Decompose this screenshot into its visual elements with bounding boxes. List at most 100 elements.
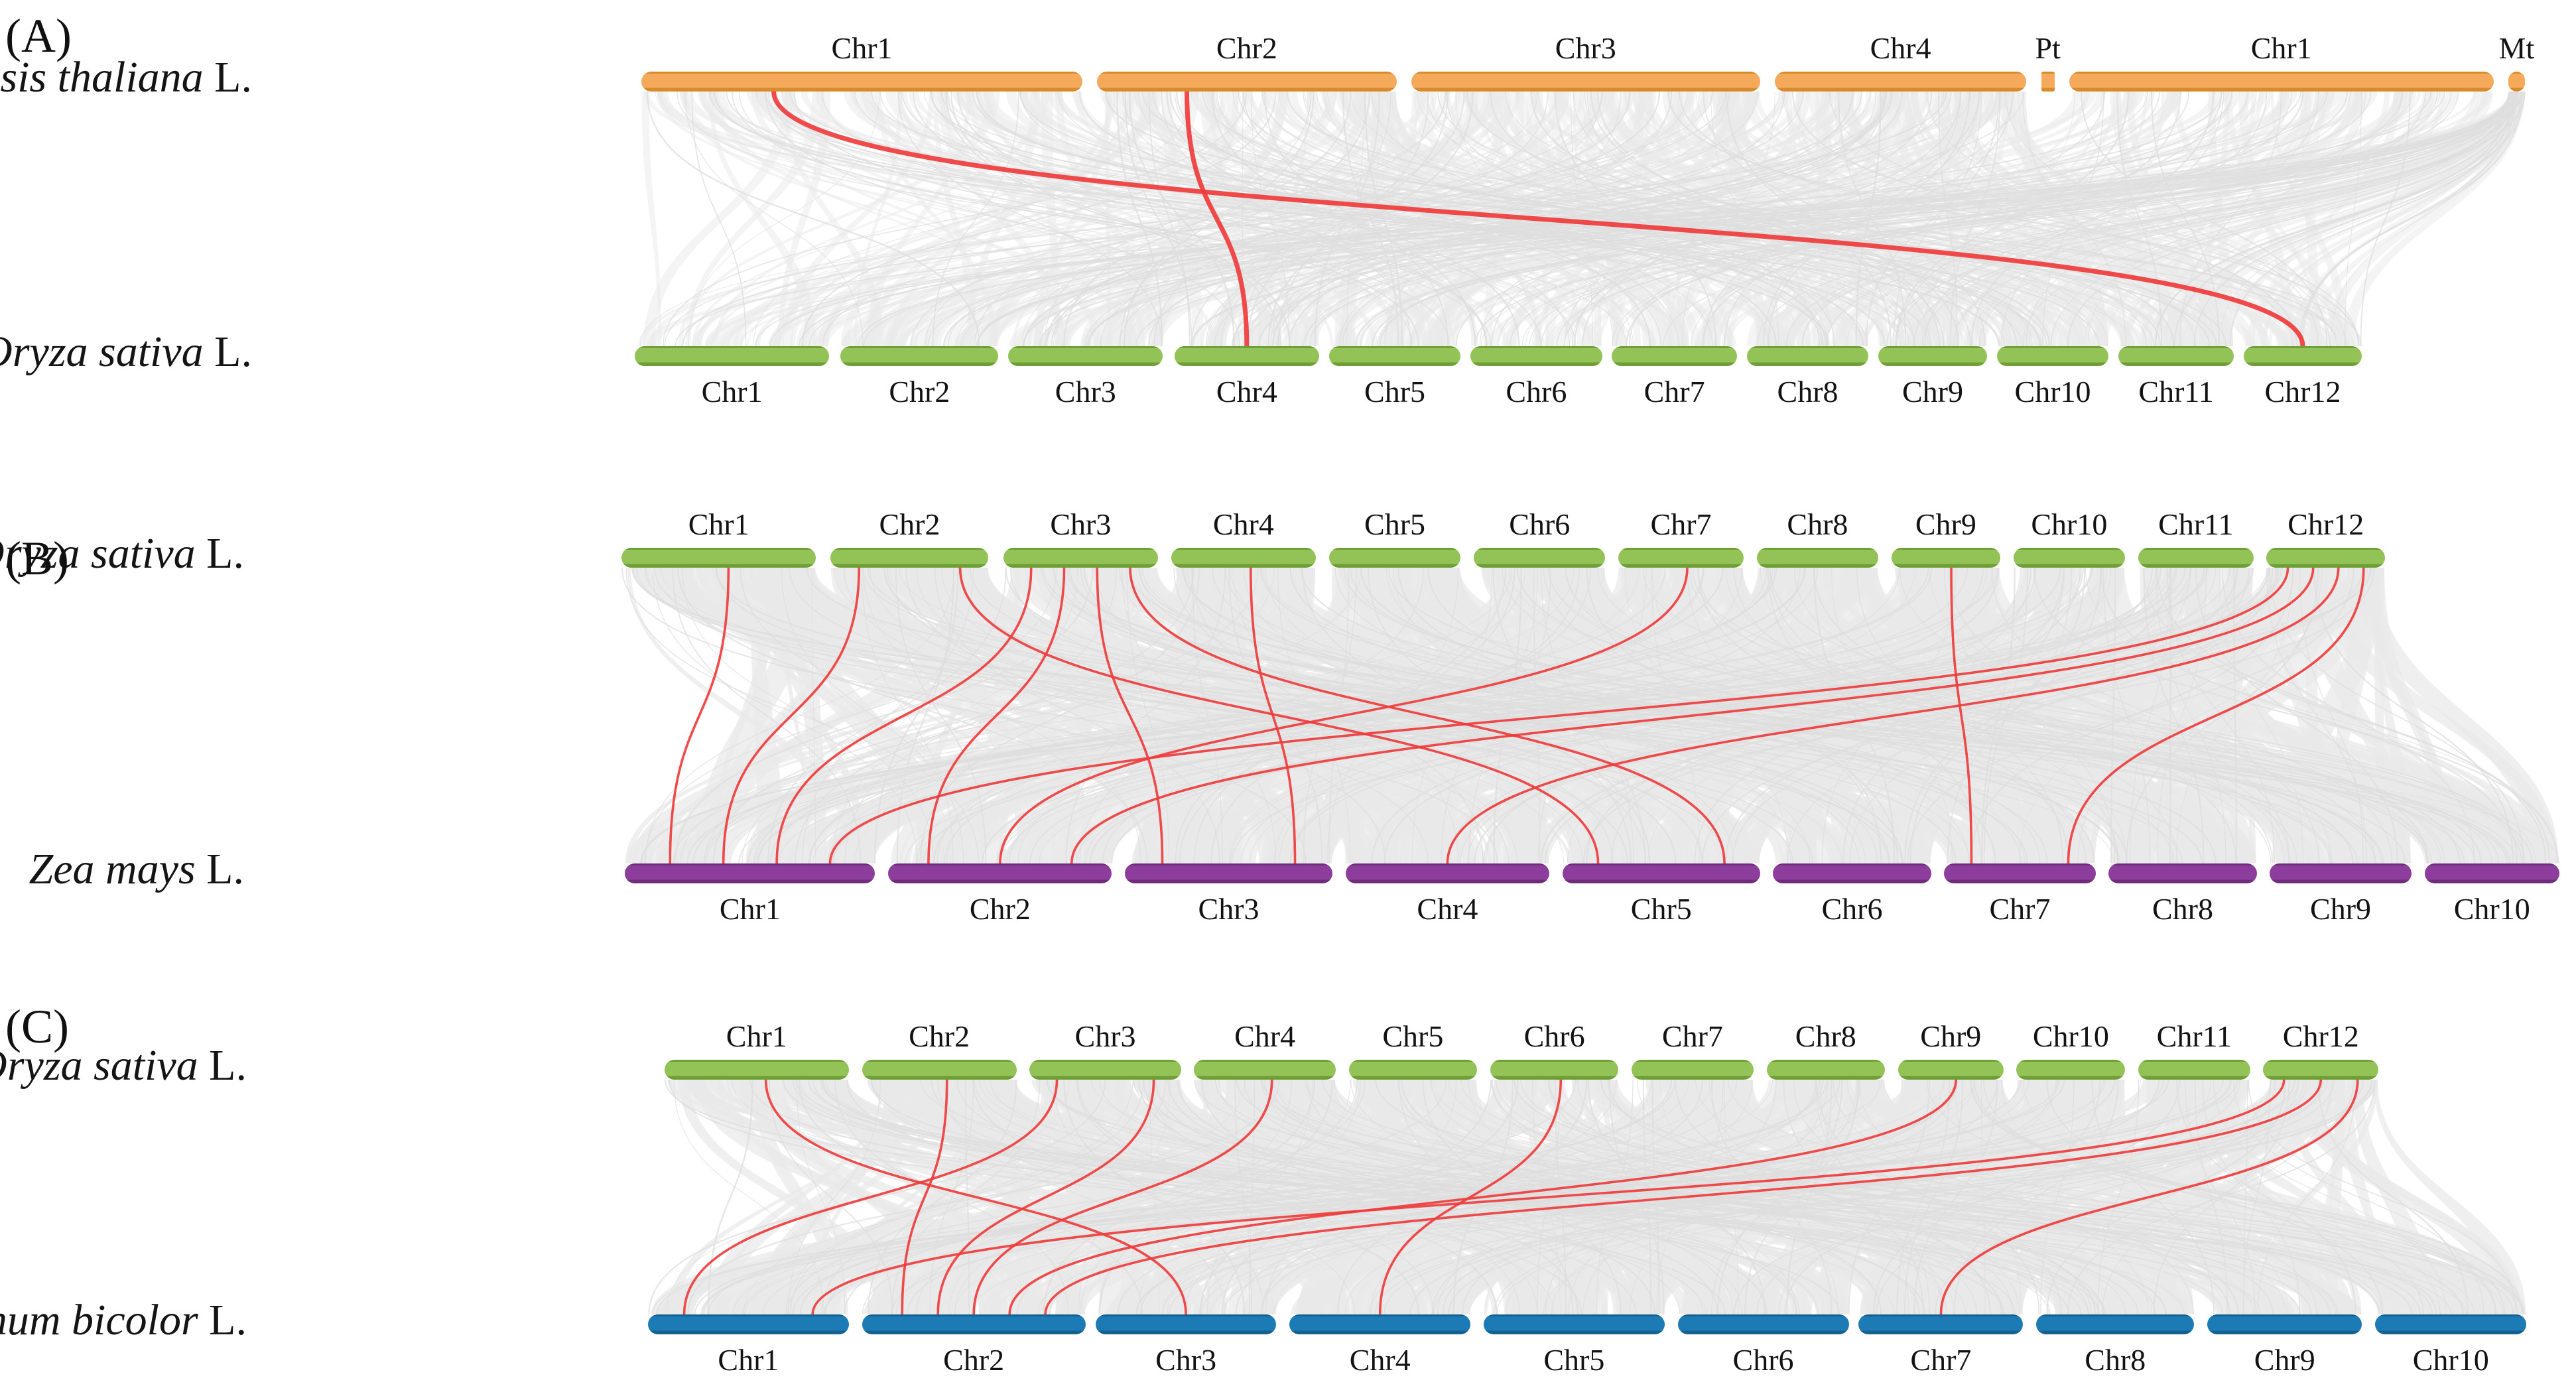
chromosome-bar[interactable] (830, 548, 989, 568)
chromosome-bar[interactable] (1171, 548, 1316, 568)
highlight-link (927, 567, 1066, 864)
chromosome-bar[interactable] (1774, 72, 2027, 92)
chromosome-label: Chr12 (2264, 375, 2341, 409)
chromosome-label: Chr2 (879, 507, 940, 541)
chromosome-label: Chr10 (2032, 1019, 2109, 1053)
chromosome-bar[interactable] (1125, 863, 1332, 883)
chromosome-bar[interactable] (2118, 346, 2234, 366)
highlight-link (811, 1079, 2286, 1315)
highlight-link (2067, 567, 2365, 864)
chromosome-bar[interactable] (1996, 346, 2109, 366)
chromosome-bar[interactable] (2270, 863, 2412, 883)
chromosome-bar[interactable] (1029, 1060, 1181, 1080)
chromosome-bar[interactable] (2266, 548, 2385, 568)
chromosome-bar[interactable] (2036, 1314, 2195, 1334)
chromosome-bar[interactable] (1490, 1060, 1619, 1080)
chromosome-bar[interactable] (1095, 1314, 1277, 1334)
highlight-link (1185, 91, 1250, 347)
chromosome-bar[interactable] (1618, 548, 1744, 568)
chromosome-bar[interactable] (641, 72, 1082, 92)
chromosome-bar[interactable] (1289, 1314, 1471, 1334)
species-label-top: Arabidposis thaliana L. (0, 56, 252, 99)
chromosome-label: Chr10 (2453, 892, 2530, 926)
chromosome-bar[interactable] (2041, 72, 2055, 92)
chromosome-label: Chr5 (1364, 507, 1426, 541)
chromosome-bar[interactable] (2508, 72, 2525, 92)
chromosome-label: Chr1 (2250, 31, 2312, 65)
chromosome-label: Chr2 (943, 1343, 1005, 1377)
chromosome-label: Chr1 (701, 375, 763, 409)
chromosome-bar[interactable] (1563, 863, 1760, 883)
chromosome-bar[interactable] (1483, 1314, 1665, 1334)
highlight-link (972, 1079, 1273, 1315)
chromosome-bar[interactable] (621, 548, 816, 568)
panel-letter-a: (A) (5, 9, 72, 62)
chromosome-bar[interactable] (2375, 1314, 2527, 1334)
chromosome-label: Chr2 (909, 1019, 970, 1053)
chromosome-bar[interactable] (1345, 863, 1550, 883)
chromosome-bar[interactable] (2207, 1314, 2362, 1334)
chromosome-bar[interactable] (1944, 863, 2096, 883)
chromosome-bar[interactable] (862, 1060, 1017, 1080)
chromosome-bar[interactable] (1003, 548, 1158, 568)
chromosome-bar[interactable] (1756, 548, 1879, 568)
chromosome-bar[interactable] (1773, 863, 1931, 883)
highlight-link (1950, 567, 1973, 864)
chromosome-bar[interactable] (1328, 548, 1461, 568)
chromosome-label: Chr10 (2412, 1343, 2489, 1377)
chromosome-bar[interactable] (862, 1314, 1086, 1334)
chromosome-bar[interactable] (1892, 548, 2000, 568)
chromosome-label: Chr3 (1198, 892, 1259, 926)
chromosome-bar[interactable] (1898, 1060, 2004, 1080)
chromosome-label: Chr5 (1630, 892, 1692, 926)
species-binomial: Oryza sativa (0, 328, 204, 376)
chromosome-bar[interactable] (1328, 346, 1461, 366)
chromosome-bar[interactable] (664, 1060, 849, 1080)
chromosome-bar[interactable] (1097, 72, 1397, 92)
highlight-link (1070, 567, 2315, 864)
chromosome-label: Chr8 (2085, 1343, 2146, 1377)
chromosome-label: Chr7 (1643, 375, 1705, 409)
chromosome-bar[interactable] (2016, 1060, 2126, 1080)
species-label-top: Oryza sativa L. (0, 1044, 247, 1088)
chromosome-label: Chr4 (1234, 1019, 1296, 1053)
chromosome-bar[interactable] (1411, 72, 1760, 92)
chromosome-bar[interactable] (1470, 346, 1602, 366)
chromosome-label: Chr6 (1523, 1019, 1585, 1053)
chromosome-bar[interactable] (1878, 346, 1987, 366)
chromosome-bar[interactable] (2013, 548, 2126, 568)
chromosome-label: Chr6 (1509, 507, 1571, 541)
chromosome-bar[interactable] (1858, 1314, 2024, 1334)
chromosome-bar[interactable] (2243, 346, 2362, 366)
chromosome-label: Chr3 (1155, 1343, 1217, 1377)
chromosome-bar[interactable] (1746, 346, 1869, 366)
highlight-link (1129, 567, 1726, 864)
highlight-link (1446, 567, 2340, 864)
chromosome-label: Chr1 (719, 892, 781, 926)
chromosome-bar[interactable] (2424, 863, 2559, 883)
chromosome-label: Chr7 (1910, 1343, 1972, 1377)
chromosome-bar[interactable] (625, 863, 875, 883)
chromosome-bar[interactable] (2069, 72, 2494, 92)
chromosome-bar[interactable] (888, 863, 1112, 883)
chromosome-bar[interactable] (840, 346, 999, 366)
chromosome-bar[interactable] (2138, 1060, 2250, 1080)
chromosome-bar[interactable] (648, 1314, 849, 1334)
chromosome-bar[interactable] (1677, 1314, 1849, 1334)
chromosome-label: Chr6 (1821, 892, 1883, 926)
chromosome-bar[interactable] (1766, 1060, 1886, 1080)
chromosome-label: Chr2 (1216, 31, 1277, 65)
chromosome-bar[interactable] (2108, 863, 2257, 883)
chromosome-bar[interactable] (1174, 346, 1319, 366)
chromosome-bar[interactable] (1194, 1060, 1336, 1080)
chromosome-bar[interactable] (1612, 346, 1737, 366)
chromosome-bar[interactable] (1474, 548, 1606, 568)
chromosome-bar[interactable] (1008, 346, 1163, 366)
chromosome-bar[interactable] (2263, 1060, 2379, 1080)
chromosome-bar[interactable] (2138, 548, 2254, 568)
highlight-link (764, 1079, 1187, 1315)
chromosome-bar[interactable] (1632, 1060, 1754, 1080)
chromosome-bar[interactable] (1348, 1060, 1478, 1080)
chromosome-bar[interactable] (635, 346, 829, 366)
